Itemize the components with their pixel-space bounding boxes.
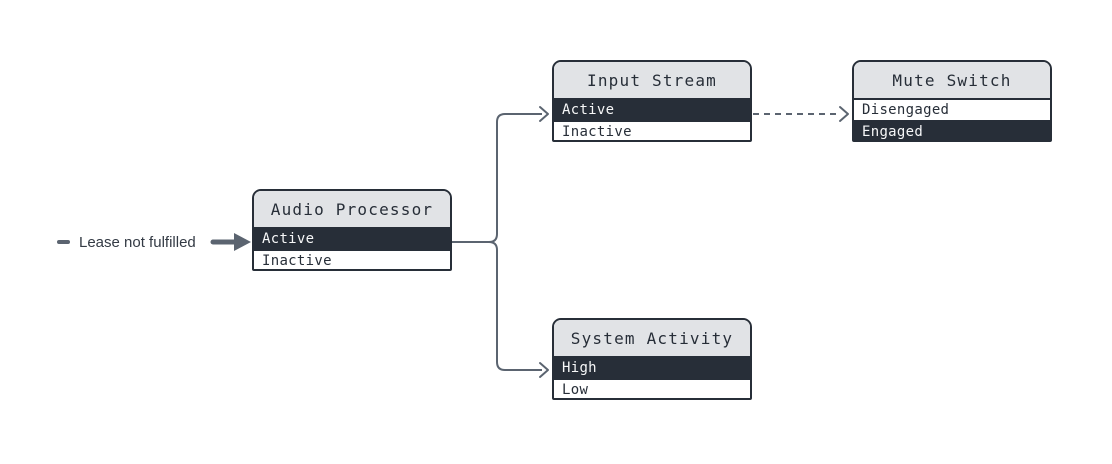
state-node-system-activity[interactable]: System Activity High Low — [552, 318, 752, 400]
state-row-inactive[interactable]: Inactive — [554, 120, 750, 140]
arrowhead-icon — [539, 362, 549, 378]
state-row-inactive[interactable]: Inactive — [254, 249, 450, 269]
state-node-input-stream[interactable]: Input Stream Active Inactive — [552, 60, 752, 142]
arrowhead-icon — [539, 106, 549, 122]
state-node-mute-switch[interactable]: Mute Switch Disengaged Engaged — [852, 60, 1052, 142]
state-row-engaged[interactable]: Engaged — [854, 120, 1050, 140]
state-node-audio-processor[interactable]: Audio Processor Active Inactive — [252, 189, 452, 271]
edge-input-to-mute — [753, 106, 849, 122]
state-row-low[interactable]: Low — [554, 378, 750, 398]
node-title-input-stream: Input Stream — [554, 62, 750, 100]
state-row-active[interactable]: Active — [554, 100, 750, 120]
state-row-high[interactable]: High — [554, 358, 750, 378]
event-label-text: Lease not fulfilled — [79, 233, 196, 251]
dash-icon — [57, 240, 70, 244]
edge-audio-to-system — [452, 241, 549, 378]
edge-event-to-audio — [210, 233, 251, 251]
state-row-disengaged[interactable]: Disengaged — [854, 100, 1050, 120]
node-title-mute-switch: Mute Switch — [854, 62, 1050, 100]
node-title-system-activity: System Activity — [554, 320, 750, 358]
node-title-audio-processor: Audio Processor — [254, 191, 450, 229]
state-row-active[interactable]: Active — [254, 229, 450, 249]
event-label-lease-not-fulfilled[interactable]: Lease not fulfilled — [57, 232, 196, 252]
edge-audio-to-input — [452, 106, 549, 243]
arrowhead-icon — [839, 106, 849, 122]
